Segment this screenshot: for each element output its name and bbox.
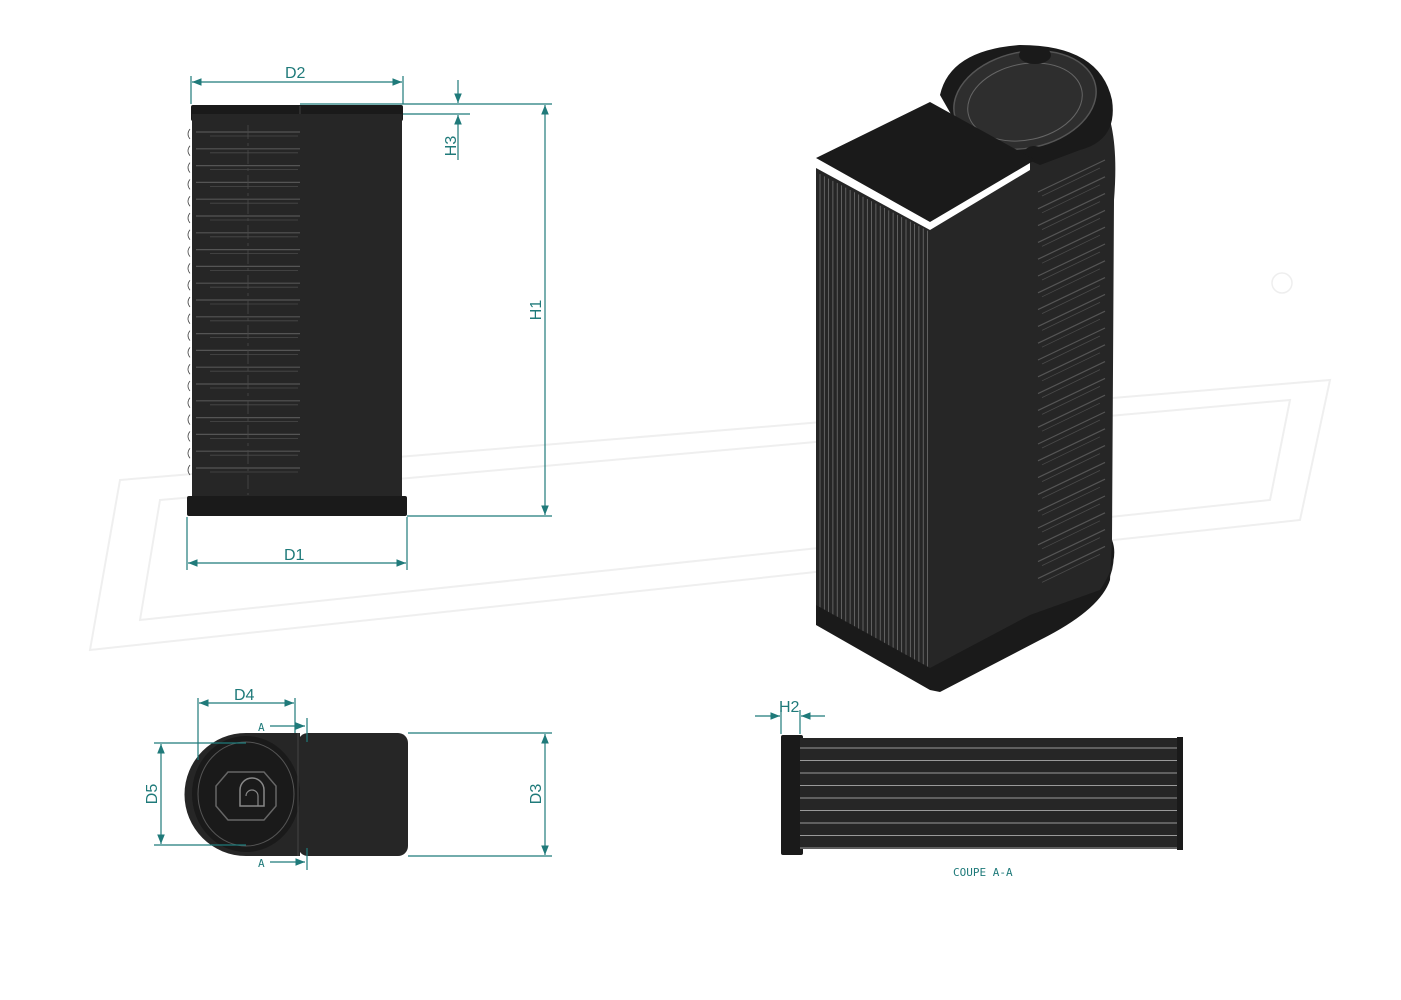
- iso-rib-edge: [1041, 268, 1101, 298]
- section-marker-bottom: A: [258, 848, 308, 870]
- label-d2: D2: [285, 65, 306, 82]
- front-rib-notch: [187, 296, 191, 308]
- iso-pleats: [819, 174, 928, 671]
- iso-rib-edge: [1041, 554, 1101, 583]
- label-h3: H3: [443, 136, 460, 157]
- front-rib-notch: [187, 263, 191, 274]
- iso-rib-edge: [1041, 302, 1101, 331]
- front-rib-notch: [187, 431, 191, 442]
- iso-rib-edge: [1041, 520, 1101, 550]
- iso-rib-edge: [1041, 285, 1101, 314]
- front-rib-notch: [187, 246, 191, 257]
- section-caption: COUPE A-A: [953, 866, 1013, 879]
- iso-rib: [1037, 428, 1106, 462]
- iso-rib: [1037, 529, 1106, 563]
- iso-rib: [1037, 243, 1106, 277]
- front-rib-notch: [187, 464, 191, 476]
- iso-rib: [1037, 277, 1106, 311]
- section-lines: [800, 747, 1177, 849]
- iso-rib-edge: [1041, 335, 1101, 365]
- label-d3: D3: [528, 784, 545, 805]
- iso-rib-edge: [1041, 453, 1101, 482]
- iso-rib: [1037, 461, 1106, 495]
- front-rib-notch: [187, 397, 191, 409]
- iso-rib: [1037, 209, 1106, 243]
- section-view: [781, 735, 1183, 855]
- iso-rib-edge: [1041, 402, 1101, 432]
- front-rib-notch: [187, 128, 191, 140]
- front-rib-notch: [187, 347, 191, 358]
- iso-rib-edge: [1041, 167, 1101, 197]
- front-rib-notch: [187, 363, 191, 375]
- label-h2: H2: [779, 699, 800, 716]
- label-d5: D5: [144, 784, 161, 805]
- section-marker-top: A: [258, 718, 308, 742]
- iso-rib-edge: [1041, 503, 1101, 533]
- label-d4: D4: [234, 687, 255, 704]
- iso-rib-edge: [1041, 369, 1101, 398]
- label-h1: H1: [528, 300, 545, 321]
- front-rib-notch: [187, 313, 191, 325]
- iso-rib: [1037, 512, 1106, 546]
- front-rib-notch: [187, 162, 191, 173]
- dimension-h2: H2: [755, 699, 825, 734]
- iso-rib-edge: [1041, 386, 1101, 415]
- iso-rib: [1037, 260, 1106, 294]
- iso-rib-edge: [1041, 318, 1101, 348]
- iso-rib-edge: [1041, 234, 1101, 264]
- iso-rib: [1037, 478, 1106, 512]
- front-rib-notch: [187, 195, 191, 207]
- dimension-d3: D3: [408, 732, 552, 857]
- dimension-d4: D4: [197, 687, 296, 760]
- front-rib-notch: [187, 145, 191, 157]
- label-section-a-top: A: [258, 721, 265, 734]
- front-rib-notch: [187, 212, 191, 224]
- iso-rib-edge: [1041, 218, 1101, 247]
- iso-rib: [1037, 361, 1106, 395]
- iso-rib: [1037, 159, 1106, 193]
- front-rib-notch: [187, 447, 191, 459]
- isometric-view: [816, 45, 1293, 692]
- front-rib-notch: [187, 229, 191, 241]
- iso-ribs: [1037, 159, 1106, 583]
- label-section-a-bottom: A: [258, 857, 265, 870]
- iso-rib: [1037, 344, 1106, 378]
- dimension-d1: D1: [186, 517, 408, 570]
- iso-rib: [1037, 545, 1106, 579]
- iso-rib: [1037, 394, 1106, 428]
- dimension-d2: D2: [190, 65, 404, 104]
- iso-rib-edge: [1041, 352, 1101, 382]
- iso-rib: [1037, 327, 1106, 361]
- iso-rib: [1037, 176, 1106, 210]
- front-rib-notch: [187, 179, 191, 190]
- iso-rib: [1037, 445, 1106, 479]
- dimension-h3: H3: [300, 80, 470, 160]
- front-rib-notch: [187, 380, 191, 392]
- iso-rib-edge: [1041, 251, 1101, 281]
- iso-rib-edge: [1041, 486, 1101, 516]
- iso-rib: [1037, 377, 1106, 411]
- label-d1: D1: [284, 547, 305, 564]
- front-view: [187, 105, 407, 516]
- iso-rib-edge: [1041, 537, 1101, 566]
- iso-rib: [1037, 293, 1106, 327]
- dimension-h1: H1: [407, 103, 552, 517]
- iso-rib-edge: [1041, 201, 1101, 230]
- iso-rib-edge: [1041, 470, 1101, 499]
- iso-rib-edge: [1041, 184, 1101, 214]
- top-view: [184, 733, 408, 856]
- front-rib-notch: [187, 279, 191, 291]
- front-rib-notch: [187, 414, 191, 425]
- iso-rib: [1037, 226, 1106, 260]
- iso-rib: [1037, 495, 1106, 529]
- iso-rib: [1037, 193, 1106, 227]
- iso-rib: [1037, 310, 1106, 344]
- iso-rib-edge: [1041, 419, 1101, 449]
- dimension-d5: D5: [144, 742, 246, 846]
- iso-rib: [1037, 411, 1106, 445]
- front-rib-notch: [187, 330, 191, 341]
- iso-rib-edge: [1041, 436, 1101, 466]
- front-ribs: [187, 128, 300, 476]
